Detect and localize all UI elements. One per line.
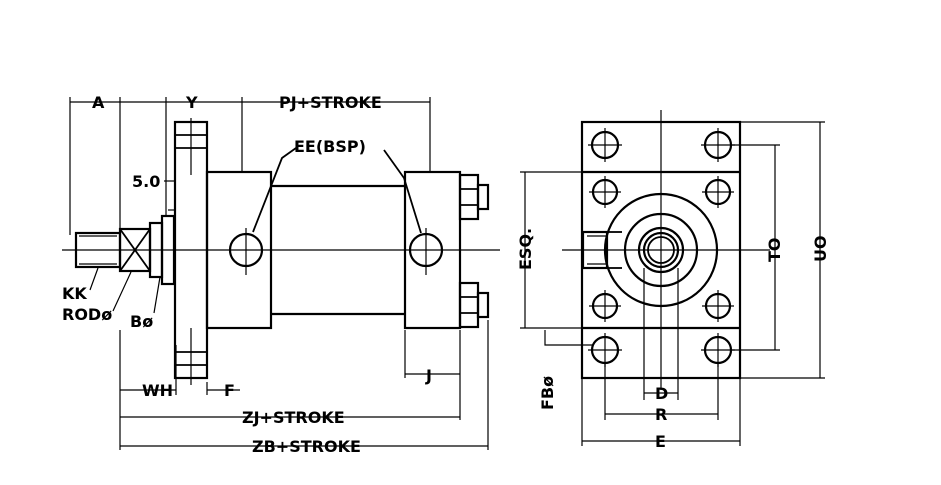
label-fb-dia: FBø: [538, 376, 557, 410]
label-wh: WH: [142, 381, 173, 400]
side-view: [62, 97, 500, 450]
top-dimension-line: [69, 97, 431, 235]
rod-end: [74, 214, 176, 286]
kk-leader: [89, 267, 99, 291]
dim-50-lines: [164, 180, 175, 211]
mounting-holes: [588, 128, 735, 367]
label-uo: UO: [811, 235, 830, 262]
label-to: TO: [765, 237, 784, 262]
label-f: F: [224, 381, 235, 400]
to-uo-dimensions: [732, 121, 825, 379]
label-a: A: [92, 93, 105, 112]
bottom-dimension-lines: [119, 320, 489, 450]
label-d: D: [655, 384, 668, 403]
tie-rod-holes: [589, 176, 734, 322]
side-view-labels: A Y PJ+STROKE EE(BSP) 5.0 KK RODø Bø WH …: [62, 93, 432, 456]
esq-dimension: [520, 171, 582, 329]
label-b-dia: Bø: [130, 312, 153, 331]
label-kk: KK: [62, 284, 87, 303]
fb-leader: [544, 330, 592, 346]
tie-rod-nuts: [458, 173, 490, 329]
bottom-end-dimensions: [581, 268, 741, 446]
front-flange: [173, 118, 209, 385]
side-port: [581, 230, 622, 270]
label-y: Y: [185, 93, 198, 112]
ee-leader-right: [383, 149, 422, 234]
cylinder-tube: [271, 184, 405, 316]
end-view-labels: ESQ. TO UO FBø D R E: [516, 228, 830, 451]
label-e: E: [655, 432, 666, 451]
label-r: R: [655, 405, 667, 424]
rear-cap: [403, 170, 462, 330]
end-view: [520, 110, 825, 446]
bore-circles: [603, 192, 719, 308]
b-leader: [153, 276, 161, 314]
rod-leader: [112, 271, 132, 312]
label-rod-dia: RODø: [62, 305, 112, 324]
port-circles: [228, 228, 444, 275]
label-ee-bsp: EE(BSP): [294, 137, 366, 156]
label-esq: ESQ.: [516, 228, 535, 270]
label-zj-stroke: ZJ+STROKE: [242, 408, 345, 427]
label-dim-50: 5.0: [132, 172, 160, 191]
front-cap: [205, 170, 273, 330]
label-pj-stroke: PJ+STROKE: [279, 93, 382, 112]
label-j: J: [425, 366, 432, 385]
label-zb-stroke: ZB+STROKE: [252, 437, 361, 456]
ee-leader-left: [252, 147, 297, 233]
